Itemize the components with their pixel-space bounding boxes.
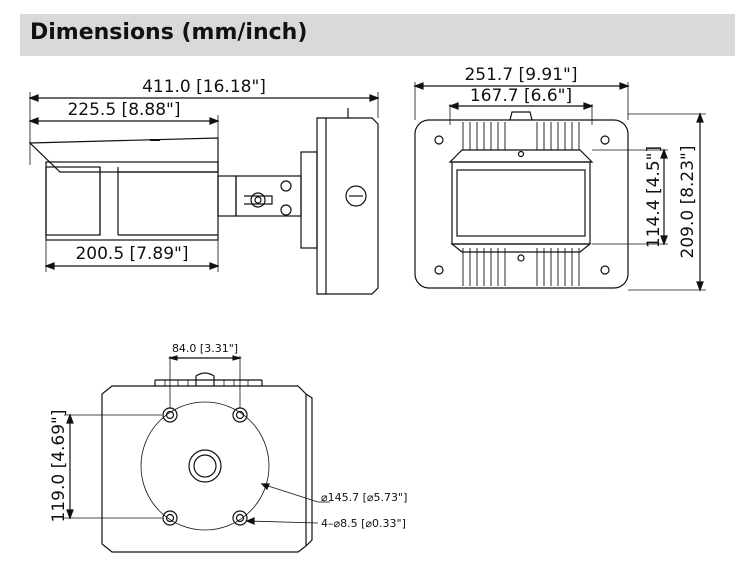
arrow-head (583, 102, 594, 110)
rear-cap (217, 175, 237, 217)
arrow-head (260, 483, 270, 491)
front-sun-shield (448, 149, 594, 163)
corner-screw-icon (434, 135, 444, 145)
window-height-label: 114.4 [4.5"] (644, 146, 664, 248)
center-gland-inner (193, 454, 217, 478)
arrow-head (696, 112, 704, 123)
arrow-head (245, 517, 255, 525)
arrow-head (209, 262, 220, 270)
front-window (451, 161, 591, 245)
arrow-head (413, 82, 424, 90)
inner-width-label: 167.7 [6.6"] (470, 86, 572, 106)
section-title: Dimensions (mm/inch) (30, 20, 308, 45)
hood-length-label: 225.5 [8.88"] (67, 100, 180, 120)
arrow-head (44, 262, 55, 270)
bracket-screw (280, 180, 292, 192)
overall-width-label: 251.7 [9.91"] (464, 65, 577, 85)
mount-hole-icon (232, 510, 248, 526)
front-top-lip (509, 111, 533, 121)
arrow-head (209, 117, 220, 125)
arrow-head (660, 148, 668, 159)
overall-height-label: 209.0 [8.23"] (678, 145, 698, 258)
arrow-head (28, 94, 39, 102)
mount-housing-side (305, 393, 313, 547)
mount-view: 84.0 [3.31"] 119.0 [4.6 (49, 342, 407, 553)
leader-plate-diameter (261, 483, 319, 503)
leader-hole-diameter (246, 520, 319, 524)
bracket-joint-center (254, 196, 262, 204)
front-top-screw (517, 150, 525, 158)
mount-hole-icon (162, 510, 178, 526)
arrow-head (448, 102, 459, 110)
hole-spacing-v-label: 119.0 [4.69"] (49, 409, 69, 522)
hole-spacing-h-label: 84.0 [3.31"] (172, 342, 238, 355)
overall-length-label: 411.0 [16.18"] (142, 77, 266, 97)
corner-screw-icon (434, 265, 444, 275)
front-bottom-screw (517, 254, 525, 262)
arrow-head (369, 94, 380, 102)
body-length-label: 200.5 [7.89"] (75, 244, 188, 264)
bracket-knob (244, 195, 273, 205)
mount-hole-inner (235, 410, 245, 420)
arrow-head (696, 281, 704, 292)
arrow-head (232, 355, 243, 361)
plate-diameter-label: ⌀145.7 [⌀5.73"] (321, 491, 407, 504)
front-housing (414, 119, 629, 289)
camera-body (45, 161, 219, 241)
side-view: 411.0 [16.18"] 225.5 [8.88"] (28, 77, 380, 295)
bracket-screw (280, 204, 292, 216)
mount-hole-inner (235, 513, 245, 523)
corner-screw-icon (600, 265, 610, 275)
front-view: 251.7 [9.91"] 167.7 [6.6"] (413, 65, 706, 292)
corner-screw-icon (600, 135, 610, 145)
arrow-head (28, 117, 39, 125)
bracket-joint (250, 192, 266, 208)
mount-housing (101, 385, 307, 553)
mount-hole-icon (232, 407, 248, 423)
arrow-head (66, 413, 74, 424)
arrow-head (66, 509, 74, 520)
mount-hole-inner (165, 513, 175, 523)
arrow-head (167, 355, 178, 361)
junction-box (316, 117, 379, 295)
mount-hole-icon (162, 407, 178, 423)
mount-plate (140, 401, 270, 531)
front-bottom-shield (450, 243, 592, 253)
mount-hole-inner (165, 410, 175, 420)
hole-diameter-label: 4–⌀8.5 [⌀0.33"] (321, 517, 406, 530)
cable-gland (345, 185, 367, 207)
mount-neck (300, 151, 318, 249)
fins-bottom (462, 248, 580, 286)
mount-top-ribs (164, 380, 249, 386)
mount-top-tab (195, 372, 215, 386)
section-header: Dimensions (mm/inch) (20, 14, 735, 56)
front-window-glass (456, 169, 586, 237)
lens-front (45, 166, 101, 236)
center-gland (188, 449, 222, 483)
arrow-head (619, 82, 630, 90)
arrow-head (660, 235, 668, 246)
fins-top (462, 122, 580, 150)
